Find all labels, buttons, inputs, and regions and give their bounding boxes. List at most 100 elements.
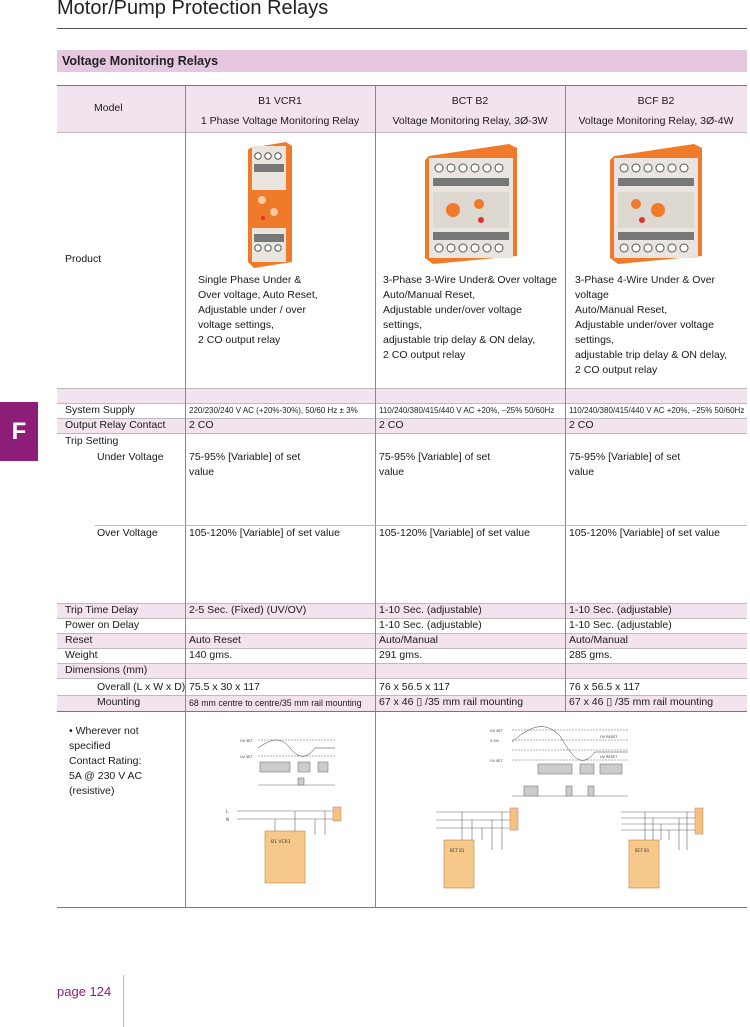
page-number: page 124 [57,984,112,999]
description-line: Single Phase Under & [198,274,302,286]
note-line: Contact Rating: [69,755,142,767]
product-3-description: 3-Phase 4-Wire Under & Over voltage Auto… [575,273,727,378]
system-supply-label: System Supply [65,404,136,416]
rule [57,618,747,619]
mounting-label: Mounting [97,696,141,708]
trip-delay-row-bg [57,603,747,618]
product-3-under-voltage: 75-95% [Variable] of set value [569,450,680,480]
description-line: 2 CO output relay [198,334,281,346]
description-line: voltage settings, [198,319,274,331]
product-2-overall: 76 x 56.5 x 117 [379,681,451,693]
reset-label: Reset [65,634,93,646]
product-2-under-voltage: 75-95% [Variable] of set value [379,450,490,480]
product-2-description: 3-Phase 3-Wire Under& Over voltage Auto/… [383,273,557,363]
product-1-description: Single Phase Under & Over voltage, Auto … [198,273,318,348]
description-line: Over voltage, Auto Reset, [198,289,318,301]
relay-label: BCT B1 [450,848,465,853]
model-row-bg [57,86,747,132]
description-line: Auto/Manual Reset, [575,304,668,316]
spacer-row-bg [57,388,747,403]
note-line: • Wherever not [69,725,139,737]
product-2-subtitle: Voltage Monitoring Relay, 3Ø-3W [392,115,548,127]
overall-label: Overall (L x W x D) [97,681,186,693]
product-1-under-voltage: 75-95% [Variable] of set value [189,450,300,480]
ov-set-label: OV SET [240,739,254,743]
uv-set-label: UV SET [490,759,504,763]
description-line: 3-Phase 3-Wire Under& Over voltage [383,274,557,286]
product-1-overall: 75.5 x 30 x 117 [189,681,261,693]
rule [57,648,747,649]
product-1-reset: Auto Reset [189,634,241,646]
under-voltage-line: value [379,466,405,478]
rule [57,663,747,664]
product-2-model: BCT B2 [451,95,489,107]
product-1-output-contact: 2 CO [189,419,214,431]
product-3-overall: 76 x 56.5 x 117 [569,681,641,693]
product-3-power-on-delay: 1-10 Sec. (adjustable) [569,619,672,631]
product-label: Product [65,253,102,265]
dimensions-label: Dimensions (mm) [65,664,148,676]
description-line: voltage [575,289,609,301]
rule [95,525,747,526]
mounting-row-bg [57,695,747,711]
chapter-tab: F [0,402,38,461]
product-3-mounting: 67 x 46 ▯ /35 mm rail mounting [569,696,714,708]
output-contact-label: Output Relay Contact [65,419,166,431]
product-3-weight: 285 gms. [569,649,613,661]
table-bottom-rule [57,907,747,908]
reset-row-bg [57,633,747,648]
line-label: L [226,809,229,814]
rule [57,403,747,404]
title-divider [57,28,747,29]
description-line: 2 CO output relay [383,349,466,361]
note-line: (resistive) [69,785,115,797]
product-3-output-contact: 2 CO [569,419,594,431]
rule [57,678,747,679]
hysteresis-label: 3-5% [490,739,500,743]
product-2-trip-time-delay: 1-10 Sec. (adjustable) [379,604,482,616]
b1-vcr1-wiring-diagram: L N B1 VCR1 [226,806,342,884]
relay-b1-vcr1-image [248,142,292,268]
description-line: Adjustable under/over voltage [383,304,522,316]
note-line: 5A @ 230 V AC [69,770,143,782]
relay-label: B1 VCR1 [271,839,291,845]
three-phase-timing-diagram: OV SET 3-5% UV SET OV RESET UV RESET [490,726,628,797]
under-voltage-line: 75-95% [Variable] of set [189,451,301,463]
product-3-trip-time-delay: 1-10 Sec. (adjustable) [569,604,672,616]
product-3-reset: Auto/Manual [569,634,628,646]
description-line: settings, [575,334,615,346]
description-line: Auto/Manual Reset, [383,289,476,301]
page-title: Motor/Pump Protection Relays [57,0,329,19]
uv-reset-label: UV RESET [600,755,618,759]
column-divider [185,85,186,907]
contact-rating-note: • Wherever not specified Contact Rating:… [69,724,142,799]
product-3-subtitle: Voltage Monitoring Relay, 3Ø-4W [578,115,734,127]
rule [57,433,747,434]
description-line: 3-Phase 4-Wire Under & Over [575,274,716,286]
under-voltage-line: value [189,466,215,478]
note-line: specified [69,740,111,752]
uv-set-label: UV SET [240,755,254,759]
ov-set-label: OV SET [490,729,504,733]
description-line: settings, [383,319,423,331]
product-2-mounting: 67 x 46 ▯ /35 mm rail mounting [379,696,524,708]
relay-bct-b2-image [425,144,517,264]
footer-divider [123,975,124,1027]
power-on-delay-label: Power on Delay [65,619,140,631]
over-voltage-label: Over Voltage [97,527,158,539]
product-2-weight: 291 gms. [379,649,423,661]
product-3-model: BCF B2 [637,95,675,107]
product-2-output-contact: 2 CO [379,419,404,431]
rule [57,633,747,634]
b1-vcr1-timing-diagram: OV SET UV SET [240,739,335,786]
rule [57,132,747,133]
product-2-power-on-delay: 1-10 Sec. (adjustable) [379,619,482,631]
bct-b2-wiring-diagram: BCT B1 [436,807,519,889]
product-1-trip-time-delay: 2-5 Sec. (Fixed) (UV/OV) [189,604,307,616]
output-row-bg [57,418,747,433]
product-2-reset: Auto/Manual [379,634,438,646]
description-line: adjustable trip delay & ON delay, [383,334,536,346]
relay-label: BCF B1 [635,848,650,853]
product-1-model: B1 VCR1 [258,95,302,107]
trip-time-delay-label: Trip Time Delay [65,604,139,616]
